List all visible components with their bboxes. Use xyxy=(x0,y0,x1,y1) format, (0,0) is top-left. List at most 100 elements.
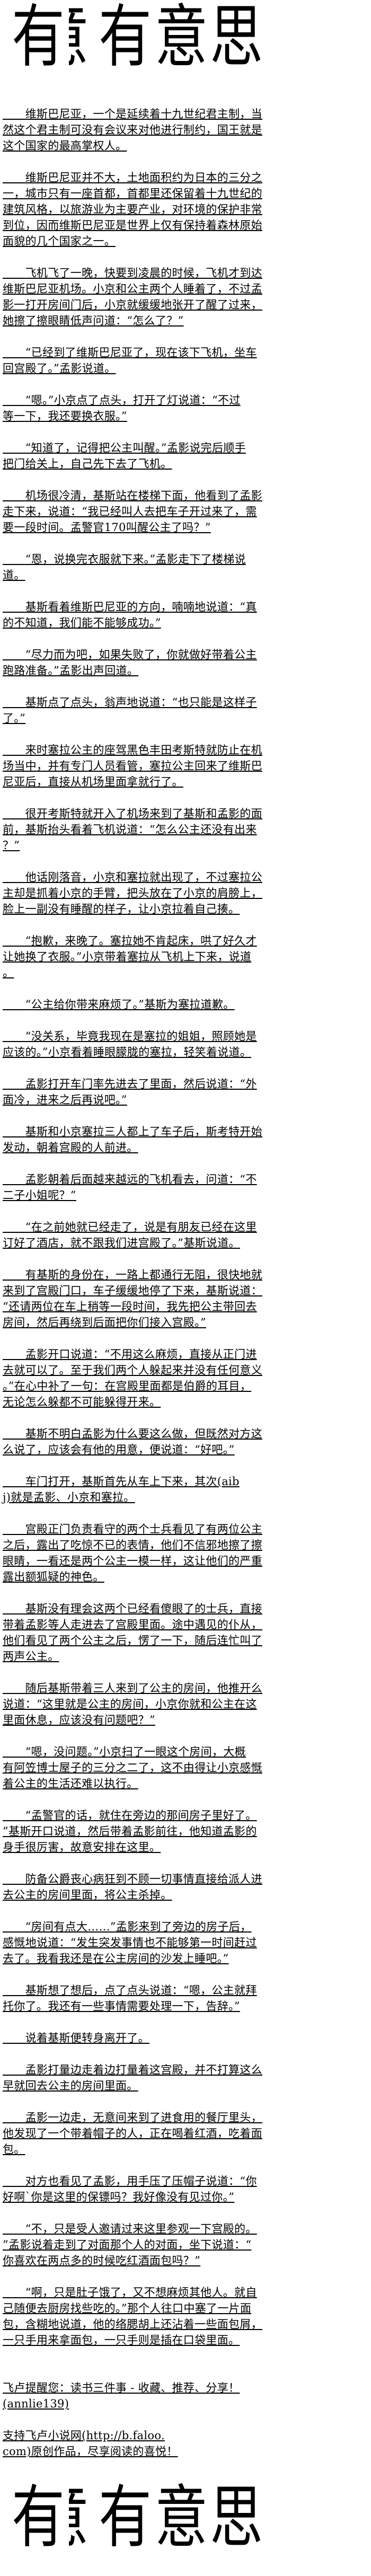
title-glyph: 意 xyxy=(69,3,87,71)
paragraph: 基斯看着维斯巴尼亚的方向，喃喃地说道：“真的不知道，我们能不能够成功。” xyxy=(3,599,268,631)
paragraph: 飞机飞了一晚，快要到凌晨的时候，飞机才到达维斯巴尼亚机场。小京和公主两个人睡着了… xyxy=(3,265,268,329)
paragraph-line: “已经到了维斯巴尼亚了，现在该下飞机，坐车 xyxy=(25,346,257,359)
paragraph-line: 有基斯的身份在，一路上都通行无阻，很快地就 xyxy=(25,1268,262,1281)
paragraph-line: 维斯巴尼亚机场。小京和公主两个人睡着了，不过孟 xyxy=(3,283,262,295)
title-glyph: 有 xyxy=(99,2477,152,2557)
paragraph-line: ？” xyxy=(3,839,20,852)
paragraph-line: 前，基斯抬头看着飞机说道：“怎么公主还没有出来 xyxy=(3,823,257,836)
paragraph: 孟影朝着后面越来越远的飞机看去，问道：“不二子小姐呢？” xyxy=(3,1171,268,1203)
paragraph-line: 孟影打开车门率先进去了里面，然后说道：“外 xyxy=(25,1078,257,1090)
paragraph: “房间有点大……”孟影来到了旁边的房子后， 感慨地说道：“发生突发事情也不能够第一… xyxy=(3,1919,268,1966)
title-banner-bottom: 有 意 有 意 思 xyxy=(0,2477,371,2557)
paragraph-line: 一，城市只有一座首都，首都里还保留着十九世纪的 xyxy=(3,187,262,200)
paragraph-line: 房间，然后再绕到后面把你们接入宫殿。” xyxy=(3,1316,206,1329)
paragraph-line: 这个国家的最高掌权人。 xyxy=(3,139,127,152)
paragraph: “没关系，毕竟我现在是塞拉的姐姐，照顾她是应该的。”小京看着睡眼朦胧的塞拉，轻笑… xyxy=(3,1028,268,1060)
paragraph-line: 托你了。我还有一些事情需要处理一下，告辞。” xyxy=(3,2000,240,2013)
paragraph-line: “嗯。”小京点了点头，打开了灯说道：“不过 xyxy=(25,394,241,407)
paragraph-line: 感慨地说道：“发生突发事情也不能够第一时间赶过 xyxy=(3,1936,257,1949)
paragraph: 他话刚落音，小京和塞拉就出现了，不过塞拉公主却是抓着小京的手臂，把头放在了小京的… xyxy=(3,869,268,917)
paragraph-line: 孟影开口说道：“不用这么麻烦，直接从正门进 xyxy=(25,1348,257,1361)
paragraph-line: 说着基斯便转身离开了。 xyxy=(25,2032,149,2044)
paragraph-line: 随后基斯带着三人来到了公主的房间，他推开么 xyxy=(25,1682,262,1695)
paragraph-line: ”孟影说着走到了对面那个人的对面，坐下说道：“ xyxy=(3,2238,252,2251)
paragraph-line: 防备公爵丧心病狂到不顾一切事情直接给派人进 xyxy=(25,1873,262,1885)
paragraph-line: 去了。我看我还是在公主房间的沙发上睡吧。” xyxy=(3,1952,229,1965)
paragraph-line: 孟影朝着后面越来越远的飞机看去，问道：“不 xyxy=(25,1173,257,1186)
title-glyph: 有 xyxy=(12,0,65,77)
paragraph: “不，只是受人邀请过来这里参观一下宫殿的。 ”孟影说着走到了对面那个人的对面，坐下… xyxy=(3,2221,268,2269)
paragraph: 随后基斯带着三人来到了公主的房间，他推开么说道：“这里就是公主的房间，小京你就和… xyxy=(3,1680,268,1728)
paragraph-line: “公主给你带来麻烦了。”基斯为塞拉道歉。 xyxy=(25,998,235,1011)
paragraph-line: 了。” xyxy=(3,712,26,725)
paragraph-line: “抱歉，来晚了。塞拉她不肯起床，哄了好久才 xyxy=(25,934,257,947)
paragraph-line: 发动，朝着宫殿的人前进。 xyxy=(3,1141,138,1154)
paragraph-line: 他发现了一个带着帽子的人，正在喝着红酒，吃着面 xyxy=(3,2127,262,2140)
paragraph-line: 。”在心中补了一句：在宫殿里面都是伯爵的耳目， xyxy=(3,1380,252,1392)
paragraph: “抱歉，来晚了。塞拉她不肯起床，哄了好久才让她换了衣服。”小京带着塞拉从飞机上下… xyxy=(3,933,268,981)
paragraph-line: 么说了，应该会有他的用意，便说道：“好吧。” xyxy=(3,1443,235,1456)
paragraph-line: 场当中，并有专门人员看管，塞拉公主回来了维斯巴 xyxy=(3,760,262,772)
paragraph-line: 基斯想了想后，点了点头说道：“嗯，公主就拜 xyxy=(25,1984,257,1997)
paragraph-line: 包。 xyxy=(3,2143,25,2156)
paragraph-line: 。 xyxy=(3,966,14,979)
paragraph-line: 基斯和小京塞拉三人都上了车子后，斯考特开始 xyxy=(25,1125,262,1138)
author-id-line: (annlie139) xyxy=(3,2397,69,2410)
paragraph-line: 他们看见了两个公主之后，愣了一下，随后连忙叫了 xyxy=(3,1634,262,1647)
reminder-line: 飞卢提醒您：读书三件事 - 收藏、推荐、分享！ xyxy=(3,2381,240,2394)
paragraph: “知道了，记得把公主叫醒。”孟影说完后顺手把门给关上，自己先下去了飞机。 xyxy=(3,440,268,472)
support-line[interactable]: 支持飞卢小说网(http://b.faloo. xyxy=(3,2429,165,2442)
paragraph-line: 基斯看着维斯巴尼亚的方向，喃喃地说道：“真 xyxy=(25,601,257,613)
paragraph-line: 眼睛，一看还是两个公主一模一样，这让他们的严重 xyxy=(3,1555,262,1567)
paragraph-line: 建筑风格，以旅游业为主要产业，对环境的保护非常 xyxy=(3,203,262,216)
paragraph-line: “嗯，没问题。”小京扫了一眼这个房间，大概 xyxy=(25,1745,246,1758)
paragraph: 有基斯的身份在，一路上都通行无阻，很快地就来到了宫殿门口，车子缓缓地停了下来，基… xyxy=(3,1267,268,1330)
paragraph: 很开考斯特就开入了机场来到了基斯和孟影的面前，基斯抬头看着飞机说道：“怎么公主还… xyxy=(3,806,268,853)
paragraph-line: 里面休息，应该没有问题吧？” xyxy=(3,1714,155,1726)
paragraph-line: 影一打开房间门后，小京就缓缓地张开了醒了过来， xyxy=(3,298,262,311)
paragraph: 基斯没有理会这两个已经看傻眼了的士兵，直接带着孟影等人走进去了宫殿里面。途中遇见… xyxy=(3,1601,268,1664)
paragraph-line: “恩，说换完衣服就下来。”孟影走下了楼梯说 xyxy=(25,553,246,566)
paragraph: “尽力而为吧，如果失败了，你就做好带着公主跑路准备。”孟影出声回道。 xyxy=(3,647,268,678)
paragraph-line: 走下来，说道：“我已经叫人去把车子开过来了，需 xyxy=(3,505,257,518)
paragraph-line: 来到了宫殿门口，车子缓缓地停了下来，基斯说道： xyxy=(3,1284,262,1297)
paragraph-line: 等一下，我还要换衣服。” xyxy=(3,410,127,422)
paragraph: 基斯想了想后，点了点头说道：“嗯，公主就拜托你了。我还有一些事情需要处理一下，告… xyxy=(3,1982,268,2014)
paragraph: 基斯和小京塞拉三人都上了车子后，斯考特开始发动，朝着宫殿的人前进。 xyxy=(3,1124,268,1155)
paragraph: 机场很冷清，基斯站在楼梯下面，他看到了孟影走下来，说道：“我已经叫人去把车子开过… xyxy=(3,488,268,535)
paragraph-line: “房间有点大……”孟影来到了旁边的房子后， xyxy=(25,1920,252,1933)
paragraph-line: 无论怎么躲都不可能躲得开来。 xyxy=(3,1396,161,1408)
paragraph: 孟影一边走，无意间来到了进食用的餐厅里头，他发现了一个带着帽子的人，正在喝着红酒… xyxy=(3,2110,268,2157)
title-glyph: 意 xyxy=(155,2477,208,2557)
paragraph-line: “不，只是受人邀请过来这里参观一下宫殿的。 xyxy=(25,2222,257,2235)
paragraph-line: 对方也看见了孟影，用手压了压帽子说道：“你 xyxy=(25,2175,257,2187)
paragraph-line: 说道：“这里就是公主的房间，小京你就和公主在这 xyxy=(3,1698,257,1710)
paragraph: “公主给你带来麻烦了。”基斯为塞拉道歉。 xyxy=(3,996,268,1012)
title-glyph: 意 xyxy=(155,0,208,77)
paragraph: “孟警官的话，就住在旁边的那间房子里好了。”基斯开口说道，然后带着孟影前往，他知… xyxy=(3,1807,268,1855)
paragraph: 孟影打开车门率先进去了里面，然后说道：“外面冷，进来之后再说吧。” xyxy=(3,1076,268,1108)
paragraph: 来时塞拉公主的座驾黑色丰田考斯特就防止在机场当中，并有专门人员看管，塞拉公主回来… xyxy=(3,742,268,790)
support-block: 支持飞卢小说网(http://b.faloo. com)原创作品，尽享阅读的喜悦… xyxy=(3,2428,268,2459)
paragraph-line: 己随便去厨房找些吃的。”那个人往口中塞了一片面 xyxy=(3,2302,252,2315)
paragraph-line: “没关系，毕竟我现在是塞拉的姐姐，照顾她是 xyxy=(25,1030,257,1043)
paragraph-line: 你喜欢在两点多的时候吃红酒面包吗？” xyxy=(3,2254,201,2267)
paragraph-line: 身手很厉害，故意安排在这里。 xyxy=(3,1841,161,1854)
site-footer: 飞卢提醒您：读书三件事 - 收藏、推荐、分享！ (annlie139) 支持飞卢… xyxy=(3,2380,268,2475)
paragraph-line: 主却是抓着小京的手臂，把头放在了小京的肩膀上， xyxy=(3,887,262,899)
paragraph-line: “啊，只是肚子饿了，又不想麻烦其他人。就自 xyxy=(25,2286,257,2299)
paragraph-line: “知道了，记得把公主叫醒。”孟影说完后顺手 xyxy=(25,442,246,454)
paragraph-line: 去公主的房间里面，将公主杀掉。 xyxy=(3,1889,172,1901)
paragraph-line: 二子小姐呢？” xyxy=(3,1189,76,1202)
paragraph: “在之前她就已经走了，说是有朋友已经在这里订好了酒店，就不跟我们进宫殿了。”基斯… xyxy=(3,1219,268,1251)
paragraph: 基斯不明白孟影为什么要这么做，但既然对方这么说了，应该会有他的用意，便说道：“好… xyxy=(3,1426,268,1458)
paragraph-line: 维斯巴尼亚并不大，土地面积约为日本的三分之 xyxy=(25,171,262,184)
paragraph-line: “还请两位在车上稍等一段时间，我先把公主带回去 xyxy=(3,1300,257,1313)
paragraph-line: 订好了酒店，就不跟我们进宫殿了。”基斯说道。 xyxy=(3,1237,240,1249)
paragraph-line: 他话刚落音，小京和塞拉就出现了，不过塞拉公 xyxy=(25,871,262,884)
paragraph: 孟影打量边走着边打量着这宫殿，并不打算这么早就回去公主的房间里面。 xyxy=(3,2062,268,2094)
paragraph-line: 要一段时间。孟警官170叫醒公主了吗？” xyxy=(3,521,211,534)
paragraph: 基斯点了点头，翁声地说道：“也只能是这样子了。” xyxy=(3,694,268,726)
paragraph-line: 她擦了擦眼睛低声问道：“怎么了？” xyxy=(3,314,184,327)
